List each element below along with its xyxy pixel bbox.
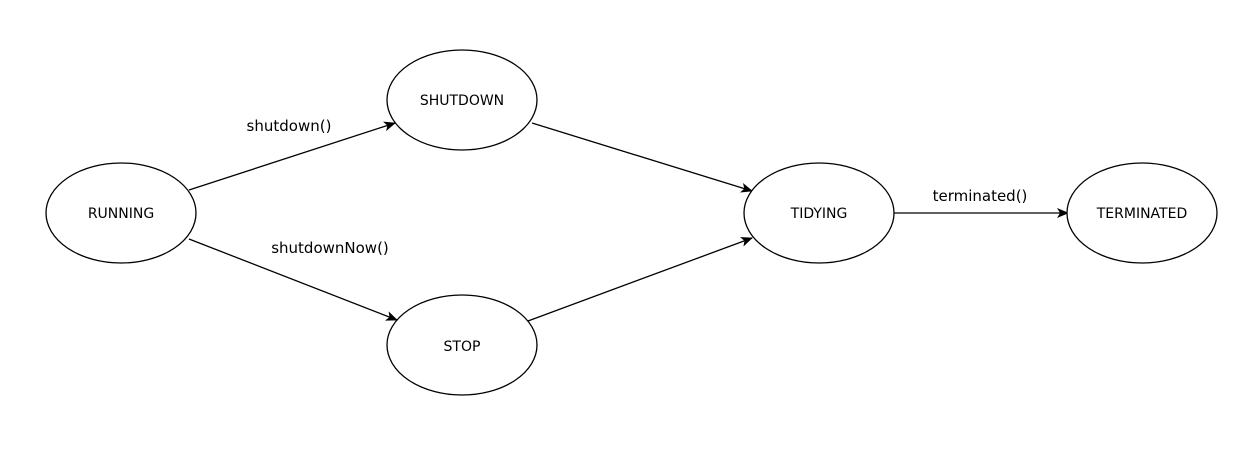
state-label-tidying: TIDYING [790, 206, 848, 222]
transition-shutdown-tidying [531, 122, 753, 193]
state-ellipse [386, 49, 538, 151]
state-running: RUNNING [45, 162, 197, 264]
transition-stop-tidying [527, 237, 753, 322]
transition-running-shutdown: shutdown() [188, 117, 396, 191]
edge-label-shutdownnow: shutdownNow() [271, 239, 389, 257]
state-label-stop: STOP [444, 339, 481, 355]
edge-line [188, 121, 396, 191]
edge-label-shutdown: shutdown() [247, 117, 332, 135]
state-terminated: TERMINATED [1066, 162, 1218, 264]
edge-line [188, 238, 398, 321]
state-ellipse [1066, 162, 1218, 264]
edge-line [527, 237, 753, 322]
state-label-shutdown: SHUTDOWN [420, 93, 504, 109]
state-label-terminated: TERMINATED [1096, 206, 1187, 222]
transition-running-stop: shutdownNow() [188, 238, 398, 321]
state-ellipse [386, 294, 538, 396]
transition-tidying-terminated: terminated() [894, 187, 1069, 218]
state-ellipse [45, 162, 197, 264]
state-ellipse [743, 162, 895, 264]
edge-line [531, 122, 753, 193]
state-shutdown: SHUTDOWN [386, 49, 538, 151]
state-label-running: RUNNING [88, 206, 154, 222]
state-stop: STOP [386, 294, 538, 396]
edge-label-terminated: terminated() [933, 187, 1028, 205]
state-tidying: TIDYING [743, 162, 895, 264]
